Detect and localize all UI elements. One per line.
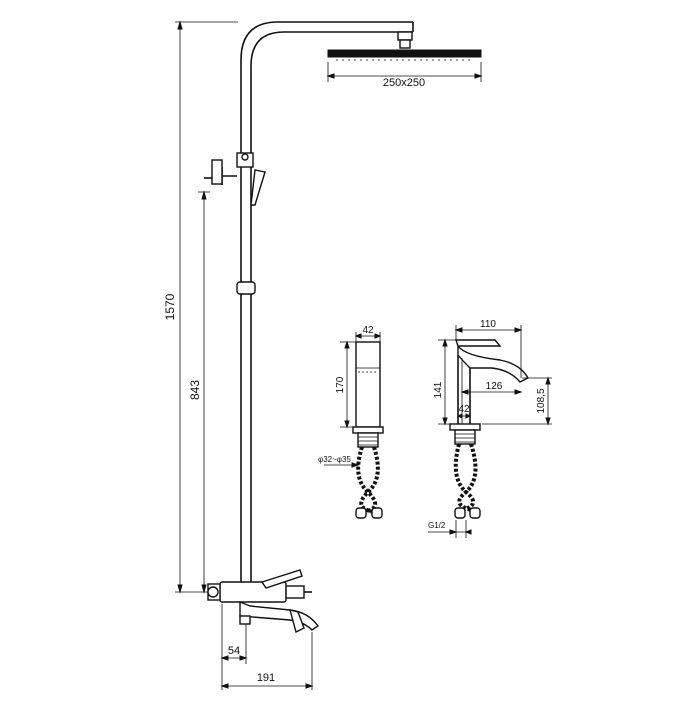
basin-faucet [449, 339, 529, 519]
mixer-width-label: 42 [362, 325, 374, 336]
faucet-width-label: 110 [480, 319, 496, 330]
column-dimensions: 1570 843 54 191 [163, 20, 314, 690]
shower-head: 250x250 [326, 31, 483, 89]
basin-faucet-dimensions: 110 141 126 42 108,5 G1/2 [428, 319, 552, 538]
spout-reach-label: 191 [257, 672, 275, 684]
faucet-height-label: 141 [433, 381, 444, 398]
faucet-body-label: 42 [458, 404, 470, 415]
hand-shower [204, 152, 266, 232]
total-height-label: 1570 [163, 293, 177, 320]
bath-mixer [207, 569, 319, 640]
shower-head-size-label: 250x250 [383, 77, 425, 89]
mixer-height-small-label: 170 [335, 376, 346, 393]
hose-thread-label: G1/2 [428, 521, 446, 530]
faucet-spout-height-label: 108,5 [536, 388, 547, 413]
faucet-reach-label: 126 [486, 381, 503, 392]
side-mixer [352, 341, 384, 519]
mixer-height-label: 843 [188, 380, 202, 400]
shower-column [236, 21, 414, 582]
mixer-hole-label: φ32~φ35 [318, 455, 351, 464]
side-mixer-dimensions: 42 170 φ32~φ35 [318, 325, 382, 468]
spout-offset-label: 54 [228, 645, 240, 657]
